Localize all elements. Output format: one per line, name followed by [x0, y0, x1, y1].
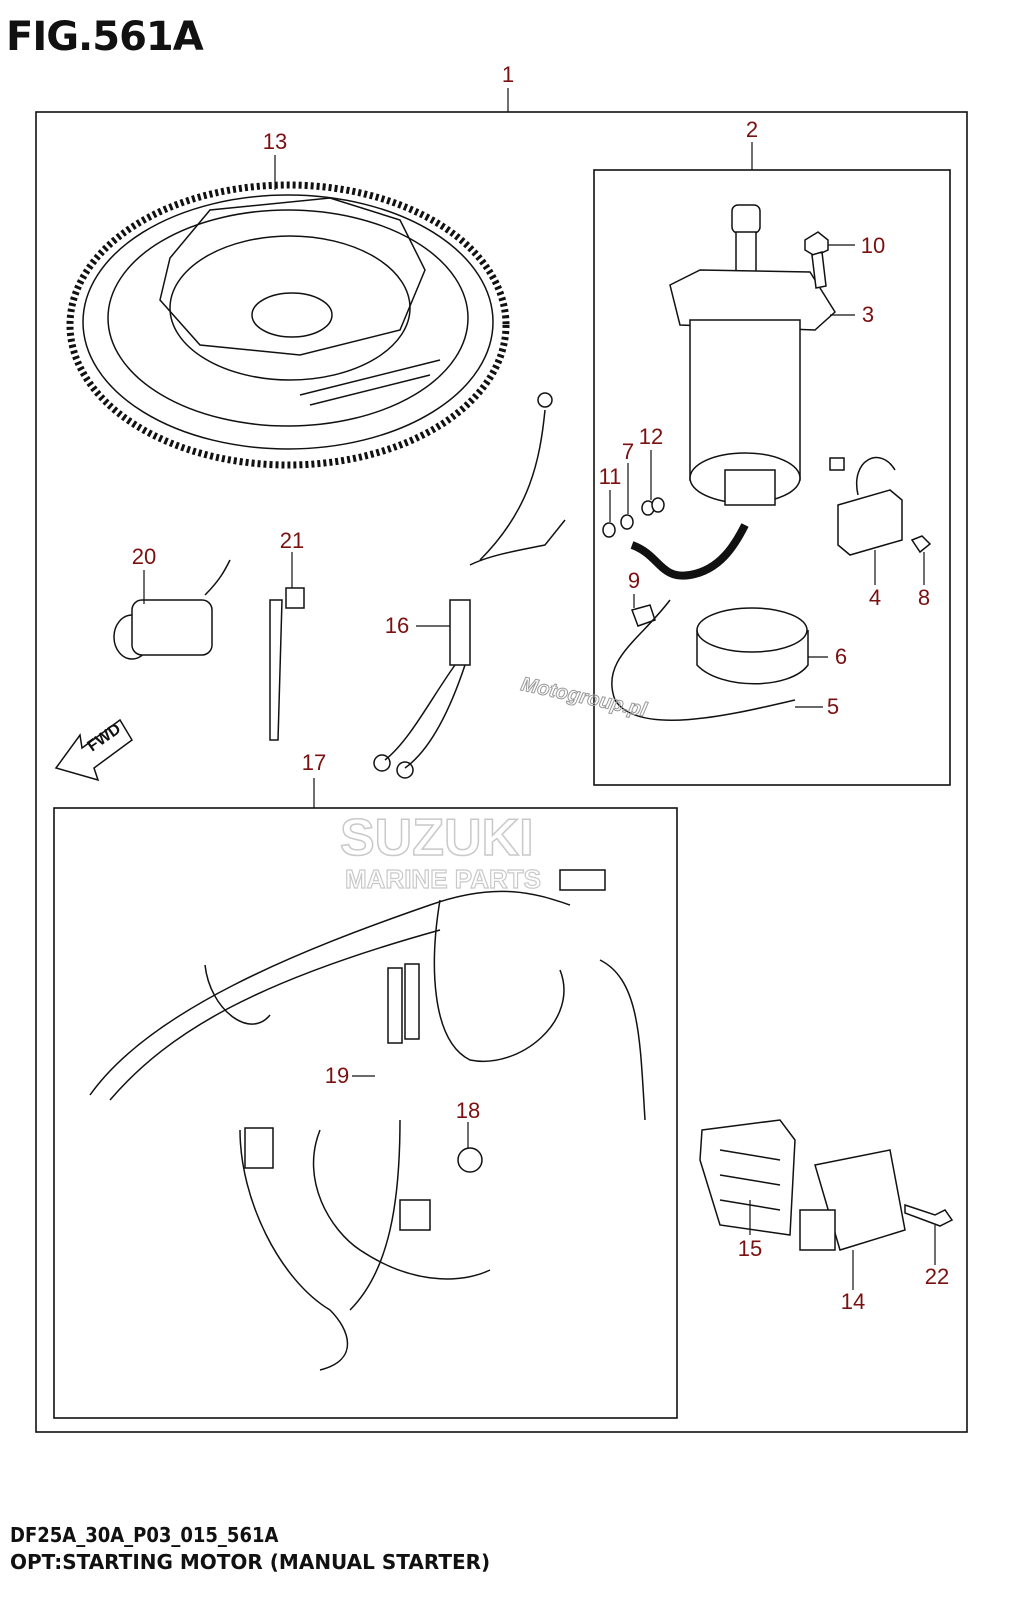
bolt-8-part	[910, 535, 932, 554]
flywheel-part	[66, 181, 510, 469]
wiring-harness-part	[89, 869, 646, 1371]
frame-harness-17	[53, 807, 678, 1419]
bracket-15-part	[699, 1119, 796, 1236]
bracket-strap-part	[611, 599, 809, 721]
starter-motor-part	[669, 204, 836, 506]
tie-21-part	[269, 587, 305, 741]
regulator-14-part	[799, 1149, 906, 1251]
callout-4: 4	[869, 585, 881, 610]
callout-17: 17	[302, 750, 326, 775]
callout-20: 20	[132, 544, 156, 569]
cable-washers-part	[602, 497, 749, 627]
callout-2: 2	[746, 117, 758, 142]
figure-description: OPT:STARTING MOTOR (MANUAL STARTER)	[10, 1550, 491, 1574]
callout-21: 21	[280, 528, 304, 553]
figure-title: FIG.561A	[6, 14, 204, 60]
callout-6: 6	[835, 644, 847, 669]
fwd-arrow-icon	[54, 718, 133, 782]
callout-16: 16	[385, 613, 409, 638]
watermark-site: Motogroup.pl	[519, 673, 649, 721]
watermark-logo: SUZUKI	[340, 809, 534, 867]
frame-starter-2	[593, 169, 951, 786]
callout-5: 5	[827, 694, 839, 719]
callout-11: 11	[599, 464, 622, 489]
frame-assembly-1	[35, 111, 968, 1433]
callout-8: 8	[918, 585, 930, 610]
relay-4-part	[829, 457, 903, 556]
callout-13: 13	[263, 129, 287, 154]
callout-3: 3	[862, 302, 874, 327]
callout-numbers: 1 2 3 4 5 6 7 8 9 10 11 12 13 14 15 16 1…	[132, 62, 949, 1314]
battery-cable-part	[373, 392, 566, 779]
bolt-10-part	[804, 231, 829, 289]
switch-20-part	[113, 559, 231, 660]
callout-10: 10	[861, 233, 885, 258]
callout-15: 15	[738, 1236, 762, 1261]
callout-9: 9	[628, 568, 640, 593]
callout-19: 19	[325, 1063, 349, 1088]
callout-12: 12	[639, 424, 663, 449]
figure-code: DF25A_30A_P03_015_561A	[10, 1523, 279, 1547]
callout-7: 7	[622, 439, 634, 464]
watermark-logo-sub: MARINE PARTS	[345, 864, 541, 894]
callout-22: 22	[925, 1264, 949, 1289]
callout-1: 1	[502, 62, 514, 87]
leader-lines	[143, 88, 936, 1290]
bolt-22-part	[904, 1203, 954, 1227]
callout-18: 18	[456, 1098, 480, 1123]
callout-14: 14	[841, 1289, 865, 1314]
